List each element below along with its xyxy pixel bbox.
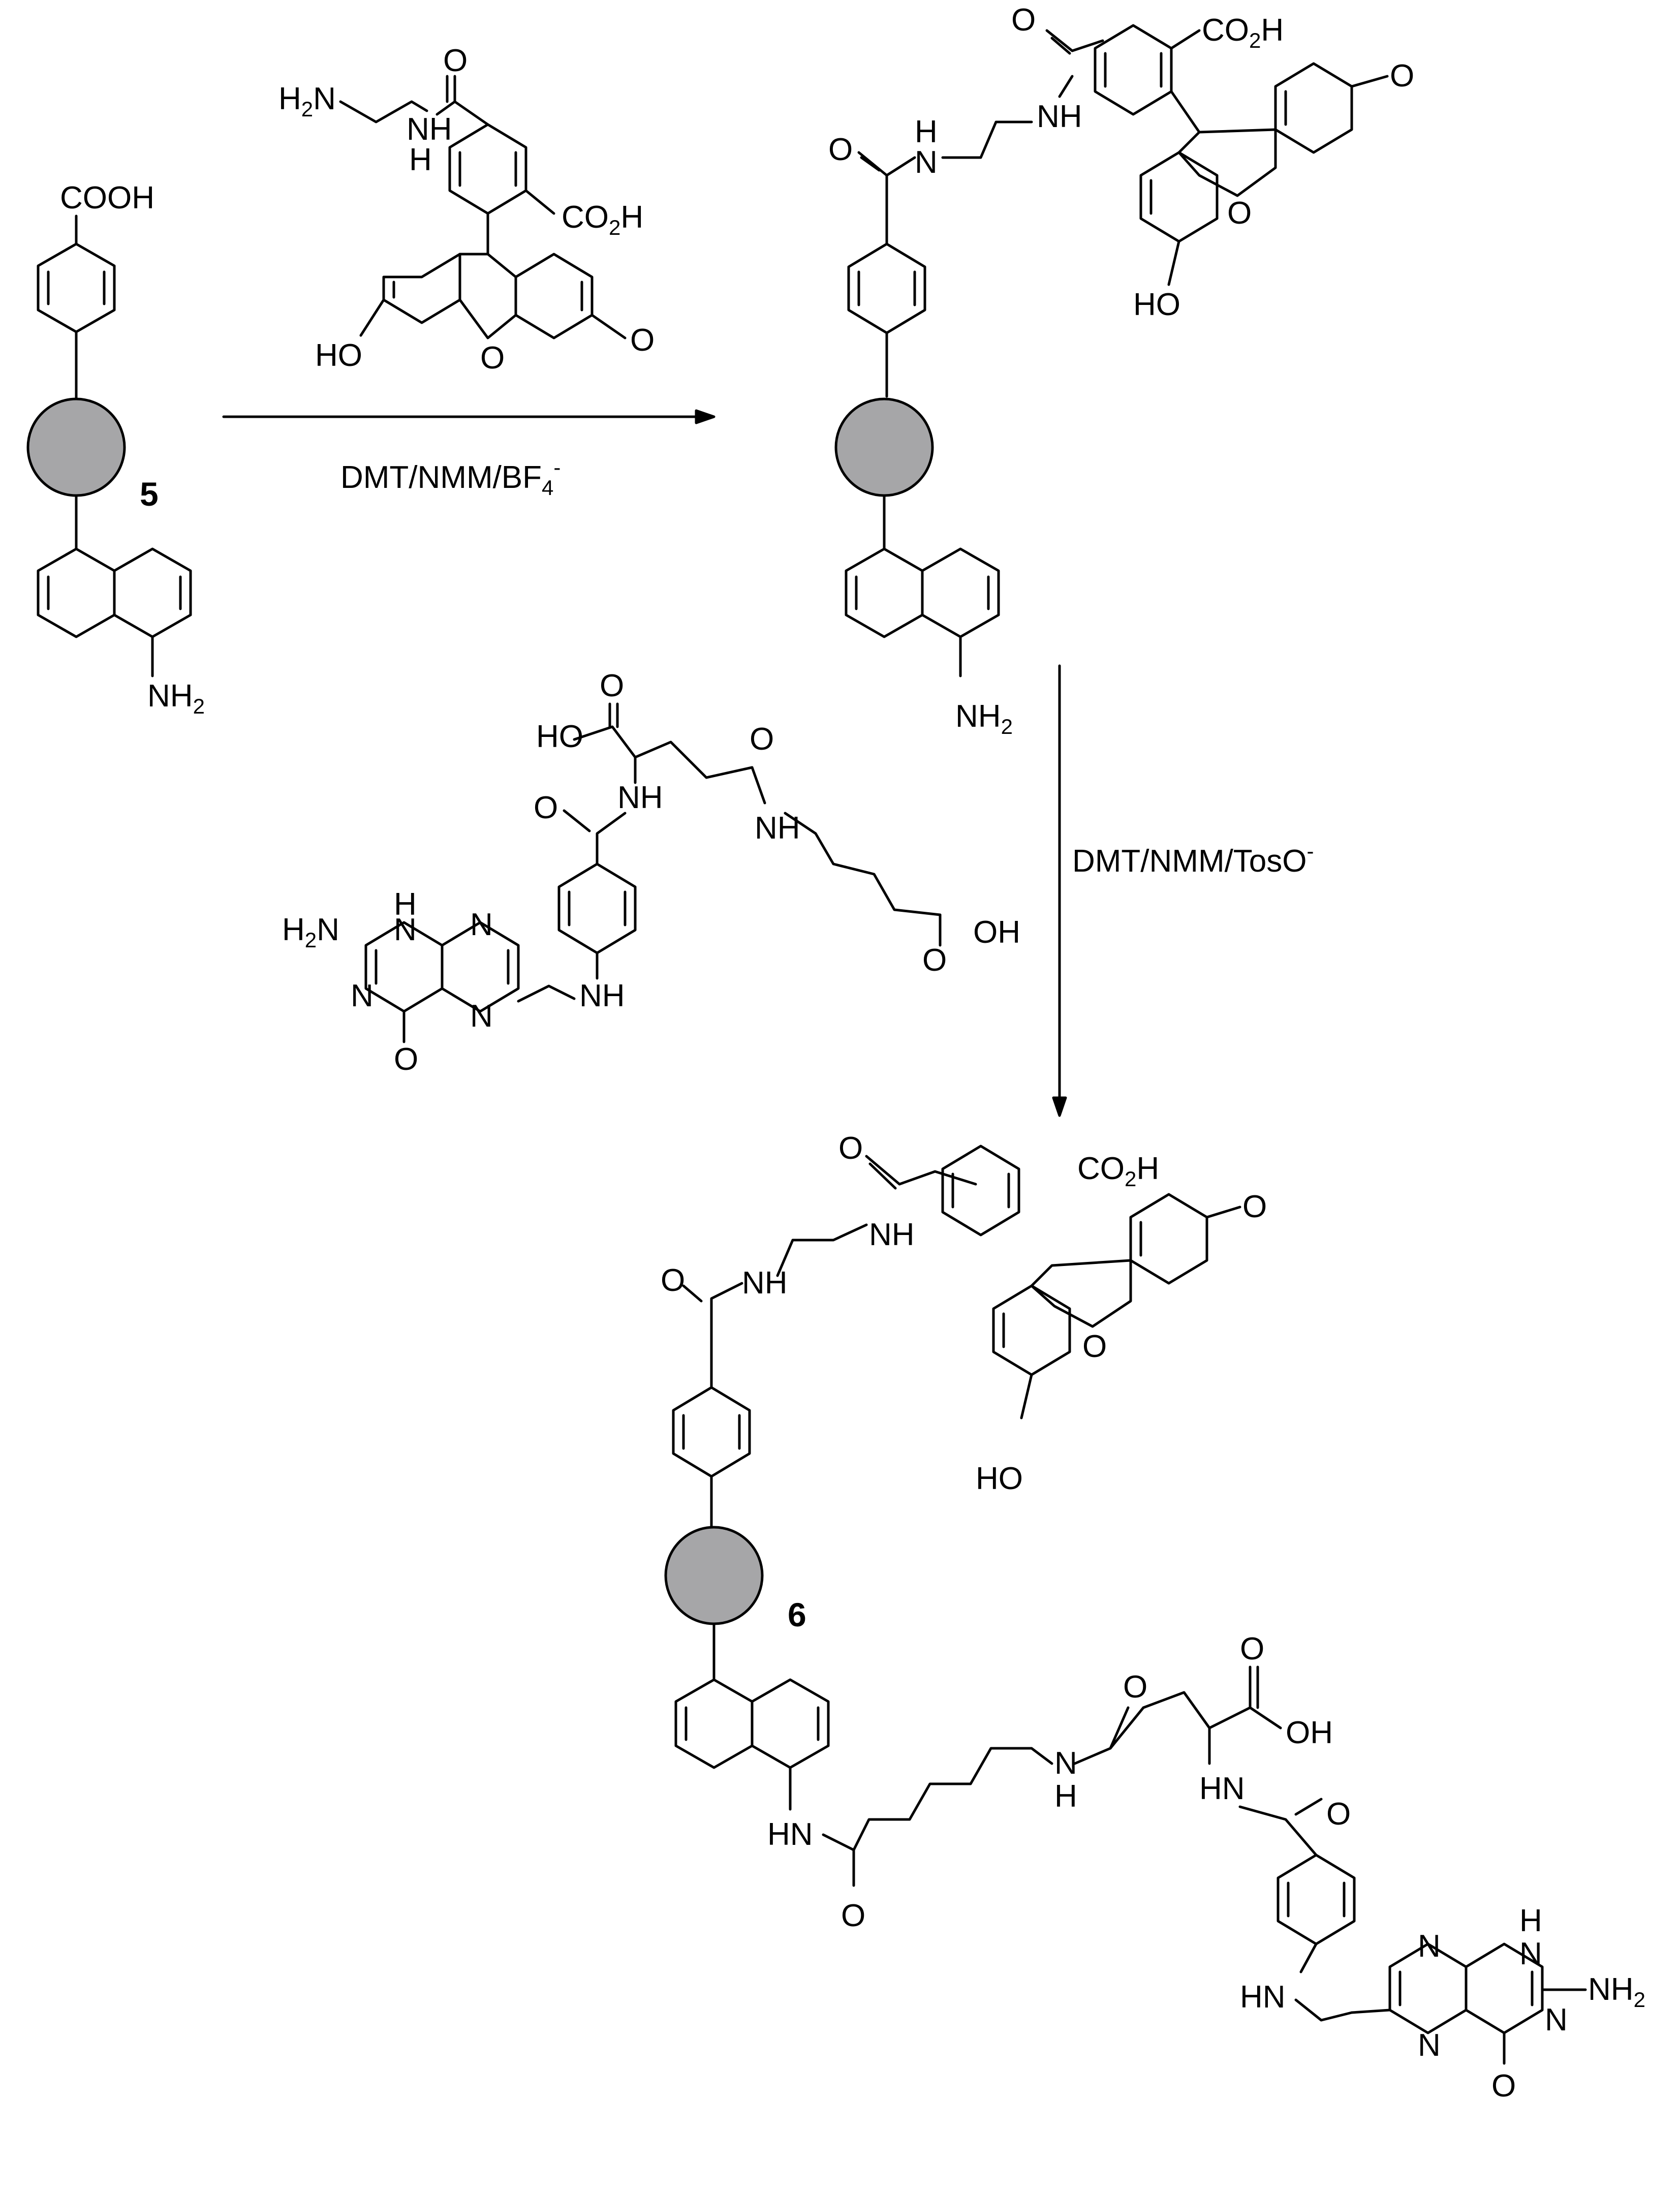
o-label: O (443, 43, 468, 78)
o-label-9: O (661, 1263, 685, 1298)
pyrimidine-ring-2 (1465, 1942, 1544, 2034)
co2h-label-3: CO2H (1077, 1151, 1159, 1191)
o-label-7: O (394, 1042, 418, 1077)
nh-label-2: N (915, 145, 938, 180)
o-label-8: O (838, 1131, 863, 1166)
nh2-label: NH2 (147, 678, 205, 718)
nh-label-6: NH (579, 978, 625, 1013)
compound-5: COOH 5 NH2 (26, 180, 205, 718)
ring-o-label-3: O (1082, 1329, 1107, 1364)
nh-label-9: NH (742, 1265, 788, 1301)
n-label-4: N (1418, 1929, 1441, 1964)
o-label-2: O (1011, 3, 1036, 38)
hn-label-2: HN (1199, 1771, 1245, 1806)
hn-label: HN (767, 1817, 813, 1852)
nh-label: NH (407, 112, 452, 147)
phenyl-ring-3 (941, 1145, 1020, 1237)
solid-support-bead-2 (834, 397, 934, 497)
o-label-14: O (1491, 2068, 1516, 2104)
amide-o-label: O (828, 132, 853, 167)
compound-6: O CO2H NH NH O O O HO 6 (661, 1131, 1645, 2104)
reaction-arrow-2: DMT/NMM/TosO- (1052, 664, 1314, 1117)
o-label-6: O (534, 790, 558, 825)
ho-label: HO (315, 338, 362, 373)
naphthalene-right-ring-3 (751, 1678, 830, 1769)
ho-label-2: HO (1133, 287, 1180, 322)
nh-label-4: NH (755, 811, 800, 846)
step2-conditions: DMT/NMM/TosO- (1072, 839, 1314, 879)
intermediate-compound: O H N NH O CO2H O O HO (828, 3, 1414, 738)
o-label-4: O (750, 722, 774, 757)
reaction-arrow-1: DMT/NMM/BF4- (222, 409, 715, 500)
ketone-o-label-2: O (1390, 58, 1414, 94)
h-label-3: H (394, 887, 417, 922)
o-label-11: O (1123, 1670, 1147, 1705)
n-label-6: N (1545, 2002, 1568, 2037)
step1-conditions: DMT/NMM/BF4- (340, 455, 561, 500)
h-label-2: H (915, 114, 938, 149)
ho-label-3: HO (536, 719, 583, 754)
fluorescein-ethylenediamine-reagent: H2N NH H O CO2H O O HO (278, 43, 655, 376)
co2h-label: CO2H (562, 200, 643, 239)
h-label: H (409, 142, 432, 177)
h-label-4: H (1054, 1779, 1077, 1814)
hn-label-3: HN (1240, 1980, 1286, 2015)
naphthalene-right-ring-2 (921, 547, 1000, 638)
ketone-o-label: O (630, 323, 655, 358)
solid-support-bead (26, 397, 126, 497)
nh2-label-3: NH2 (1588, 1972, 1645, 2012)
nh-label-7: N (394, 912, 417, 947)
ho-label-4: HO (976, 1461, 1023, 1496)
pyrimidine-ring (364, 921, 444, 1013)
ketone-o-label-3: O (1242, 1189, 1267, 1224)
nh-label-11: N (1519, 1936, 1542, 1971)
solid-support-bead-3 (664, 1526, 764, 1625)
o-label-13: O (1326, 1797, 1351, 1832)
nh-label-10: N (1054, 1746, 1077, 1781)
o-label-3: O (600, 668, 624, 703)
cooh-label: COOH (60, 180, 154, 215)
n-label-2: N (470, 999, 493, 1034)
compound-number-6: 6 (788, 1596, 806, 1633)
n-label-5: N (1418, 2028, 1441, 2063)
oh-label: OH (973, 915, 1020, 950)
o-label-5: O (922, 943, 947, 978)
ring-o-label-2: O (1227, 196, 1252, 231)
folate-aminohexanoic-reagent: O HO O NH O OH NH O NH N N N H N H2N O (282, 668, 1020, 1077)
compound-number-5: 5 (140, 475, 159, 513)
n-label-3: N (351, 978, 374, 1013)
h-label-5: H (1519, 1903, 1542, 1938)
nh2-label-2: NH2 (955, 699, 1013, 738)
h2n-label-2: H2N (282, 912, 339, 952)
h2n-label: H2N (278, 81, 336, 121)
naphthalene-right-ring (113, 547, 192, 638)
nh-label-3: NH (1037, 99, 1082, 134)
nh-label-5: NH (617, 780, 663, 815)
o-label-12: O (1240, 1631, 1264, 1666)
n-label-1: N (470, 907, 493, 942)
nh-label-8: NH (869, 1217, 915, 1252)
co2h-label-2: CO2H (1202, 13, 1284, 52)
oh-label-2: OH (1286, 1715, 1333, 1750)
xanthene-center-ring (458, 253, 517, 339)
o-label-10: O (841, 1898, 865, 1933)
ring-o-label: O (480, 341, 505, 376)
